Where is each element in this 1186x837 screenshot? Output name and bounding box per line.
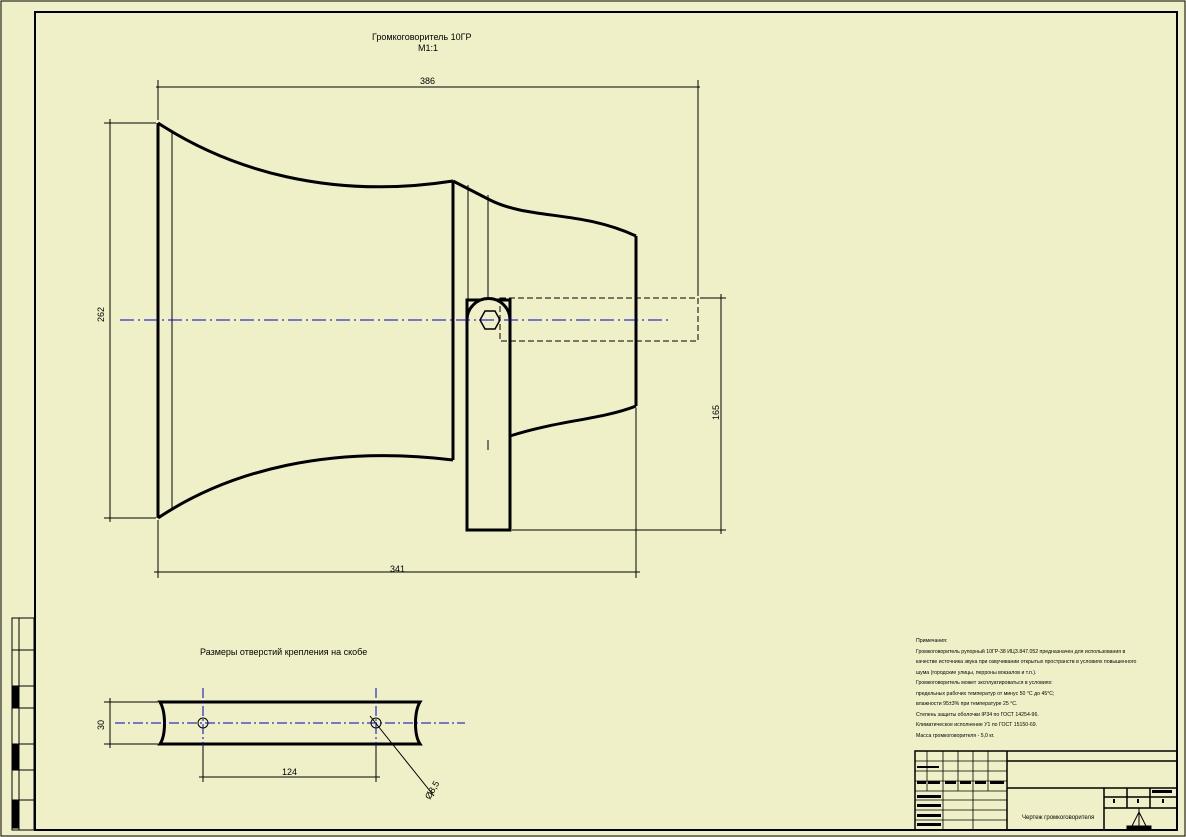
dimension-diameter-leader: [369, 715, 435, 797]
dimension-341: [154, 408, 640, 578]
notes-line: качестве источника звука при озвучивании…: [916, 659, 1137, 665]
dim-label-30: 30: [96, 719, 106, 730]
dimension-124: [199, 746, 380, 782]
dim-label-341: 341: [390, 564, 406, 574]
notes-block: Примечания: Громкоговоритель рупорный 10…: [916, 636, 1182, 741]
dim-label-124: 124: [282, 767, 298, 777]
title-block: [914, 750, 1178, 831]
notes-heading: Примечания:: [916, 638, 948, 644]
notes-line: Громкоговоритель может эксплуатироваться…: [916, 680, 1053, 686]
drawing-frame: [34, 11, 1178, 831]
speaker-inner-lines: [171, 132, 489, 530]
bracket-axes: [115, 688, 465, 760]
drawing-title: Громкоговоритель 10ГР: [372, 32, 472, 42]
speaker-front-view: [156, 121, 638, 532]
notes-line: влажности 95±3% при температуре 25 °С.: [916, 701, 1018, 707]
dimension-386: [156, 80, 700, 296]
drawing-scale: М1:1: [418, 43, 439, 53]
title-block-grid: [915, 751, 1007, 830]
title-block-name: Чертеж громкоговорителя: [1022, 815, 1095, 821]
title-block-marks: [917, 766, 1172, 826]
bracket-detail: [157, 700, 423, 746]
notes-line: Климатическое исполнение У1 по ГОСТ 1515…: [916, 722, 1038, 728]
bracket-subtitle: Размеры отверстий крепления на скобе: [200, 647, 368, 657]
binding-strip: [11, 617, 35, 831]
dimension-30: [104, 698, 158, 748]
dim-label-386: 386: [420, 76, 436, 86]
logo-icon: [1126, 808, 1152, 830]
dim-label-165: 165: [711, 404, 721, 420]
notes-line: предельных рабочих температур от минус 5…: [916, 690, 1055, 697]
dimension-262: [104, 119, 156, 522]
dimension-165: [512, 294, 726, 534]
notes-line: шума (городские улицы, перроны вокзалов …: [916, 669, 1037, 676]
notes-line: Масса громкоговорителя - 5,0 кг.: [916, 732, 995, 739]
dim-label-262: 262: [96, 306, 106, 322]
notes-line: Степень защиты оболочки IP34 по ГОСТ 142…: [916, 711, 1039, 718]
notes-line: Громкоговоритель рупорный 10ГР-38 ИЦЗ.84…: [916, 648, 1126, 655]
